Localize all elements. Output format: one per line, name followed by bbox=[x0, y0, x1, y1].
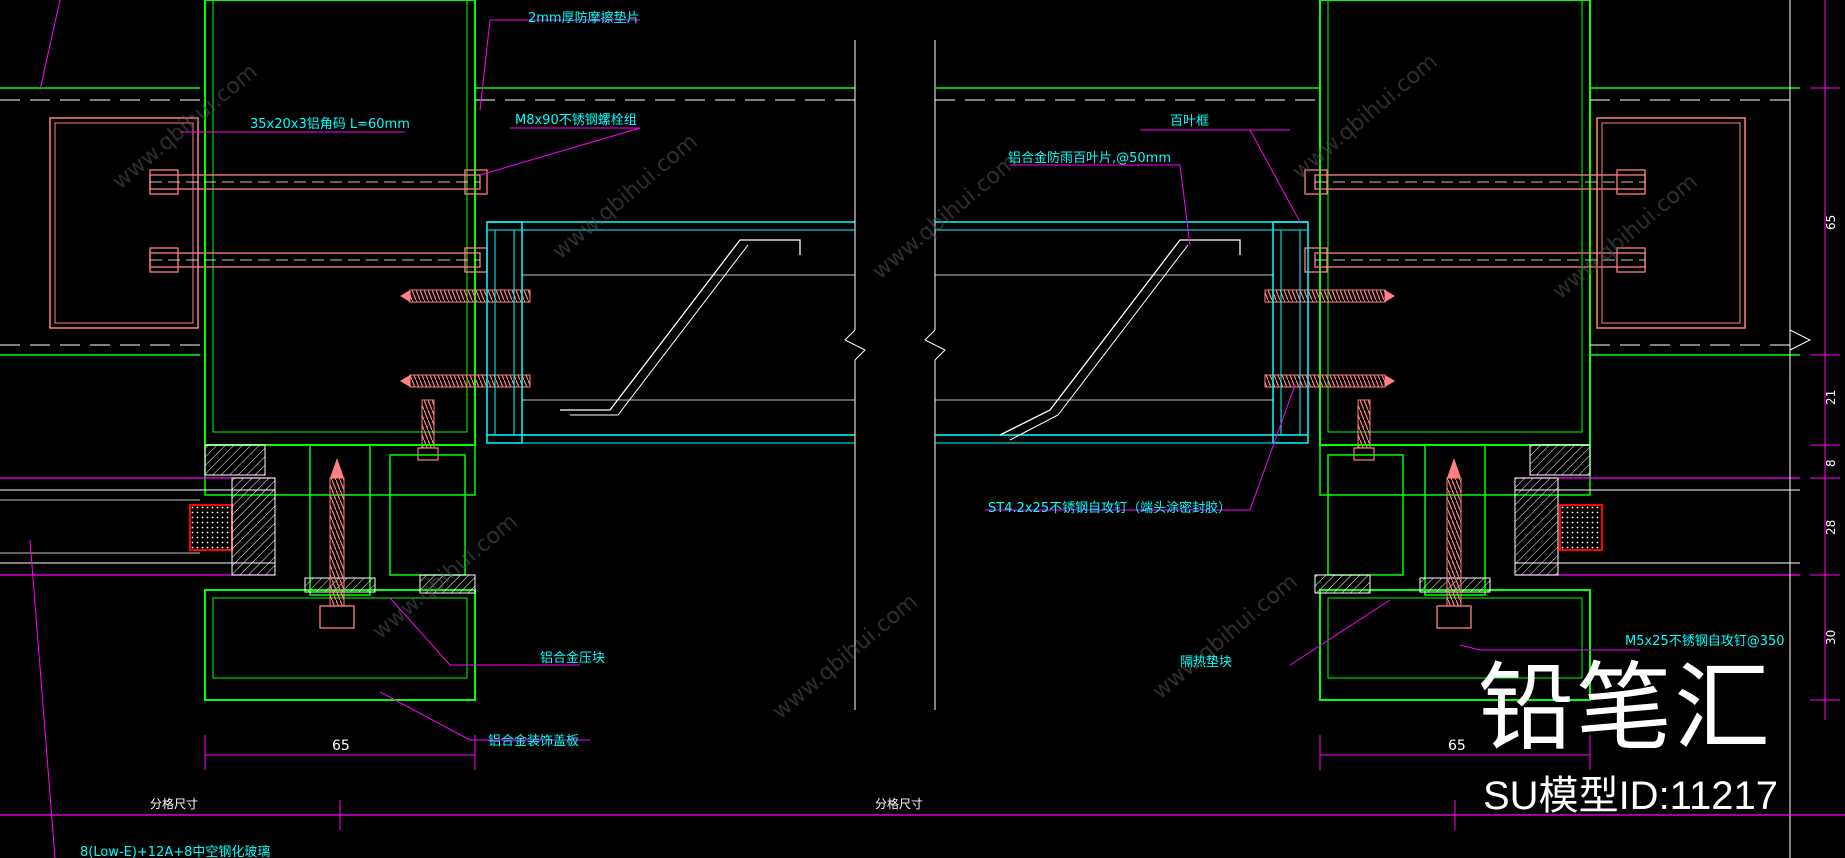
glass-left bbox=[0, 477, 276, 576]
glass-right bbox=[1514, 477, 1800, 576]
dim-width-left: 65 bbox=[332, 738, 350, 754]
bolt-group-left bbox=[149, 169, 488, 273]
label-glass: 8(Low-E)+12A+8中空钢化玻璃 bbox=[80, 845, 270, 858]
label-decorative-cover: 铝合金装饰盖板 bbox=[488, 733, 579, 749]
left-assembly bbox=[0, 0, 855, 701]
dim-partition-mid: 分格尺寸 bbox=[875, 796, 923, 811]
label-louver-frame: 百叶框 bbox=[1170, 114, 1209, 129]
leader-lines bbox=[29, 0, 1640, 858]
watermark-diagonal: www.qbihui.com www.qbihui.com www.qbihui… bbox=[108, 49, 1703, 724]
screws-right bbox=[1264, 289, 1395, 461]
screws-left bbox=[400, 289, 531, 461]
watermark-site-2: www.qbihui.com bbox=[548, 129, 703, 264]
watermark-site-6: www.qbihui.com bbox=[368, 509, 523, 644]
label-m5-screw: M5x25不锈钢自攻钉@350 bbox=[1625, 634, 1785, 649]
watermark-site-1: www.qbihui.com bbox=[108, 59, 263, 194]
label-louver-blade: 铝合金防雨百叶片,@50mm bbox=[1008, 150, 1171, 166]
dim-width-right: 65 bbox=[1448, 738, 1466, 754]
watermark-site-3: www.qbihui.com bbox=[868, 149, 1023, 284]
watermark-brand: 铅笔汇 bbox=[1478, 652, 1772, 764]
bolt-group-right bbox=[1304, 169, 1646, 273]
label-anti-friction-pad: 2mm厚防摩擦垫片 bbox=[528, 10, 640, 26]
label-thermal-pad: 隔热垫块 bbox=[1180, 654, 1232, 670]
cover-left bbox=[204, 444, 476, 701]
dim-v2: 21 bbox=[1824, 390, 1838, 405]
dimension-lines bbox=[0, 0, 1845, 830]
dim-v1: 65 bbox=[1824, 215, 1838, 230]
louver-frame-left bbox=[486, 221, 855, 444]
watermark-site-8: www.qbihui.com bbox=[1148, 569, 1303, 704]
dim-v4: 28 bbox=[1824, 520, 1838, 535]
dim-partition-left: 分格尺寸 bbox=[150, 796, 198, 811]
watermark-model-id: SU模型ID:11217 bbox=[1483, 774, 1778, 818]
watermark-site-4: www.qbihui.com bbox=[1288, 49, 1443, 184]
label-pressure-block: 铝合金压块 bbox=[540, 650, 605, 666]
watermark-site-7: www.qbihui.com bbox=[768, 589, 923, 724]
label-self-tapping-screw: ST4.2x25不锈钢自攻钉（端头涂密封胶） bbox=[988, 500, 1231, 516]
dim-v3: 8 bbox=[1824, 459, 1838, 467]
label-bolt-group: M8x90不锈钢螺栓组 bbox=[515, 113, 637, 128]
label-aluminum-angle: 35x20x3铝角码 L=60mm bbox=[250, 117, 410, 132]
louver-frame-right bbox=[935, 221, 1309, 444]
dim-v5: 30 bbox=[1824, 630, 1838, 645]
